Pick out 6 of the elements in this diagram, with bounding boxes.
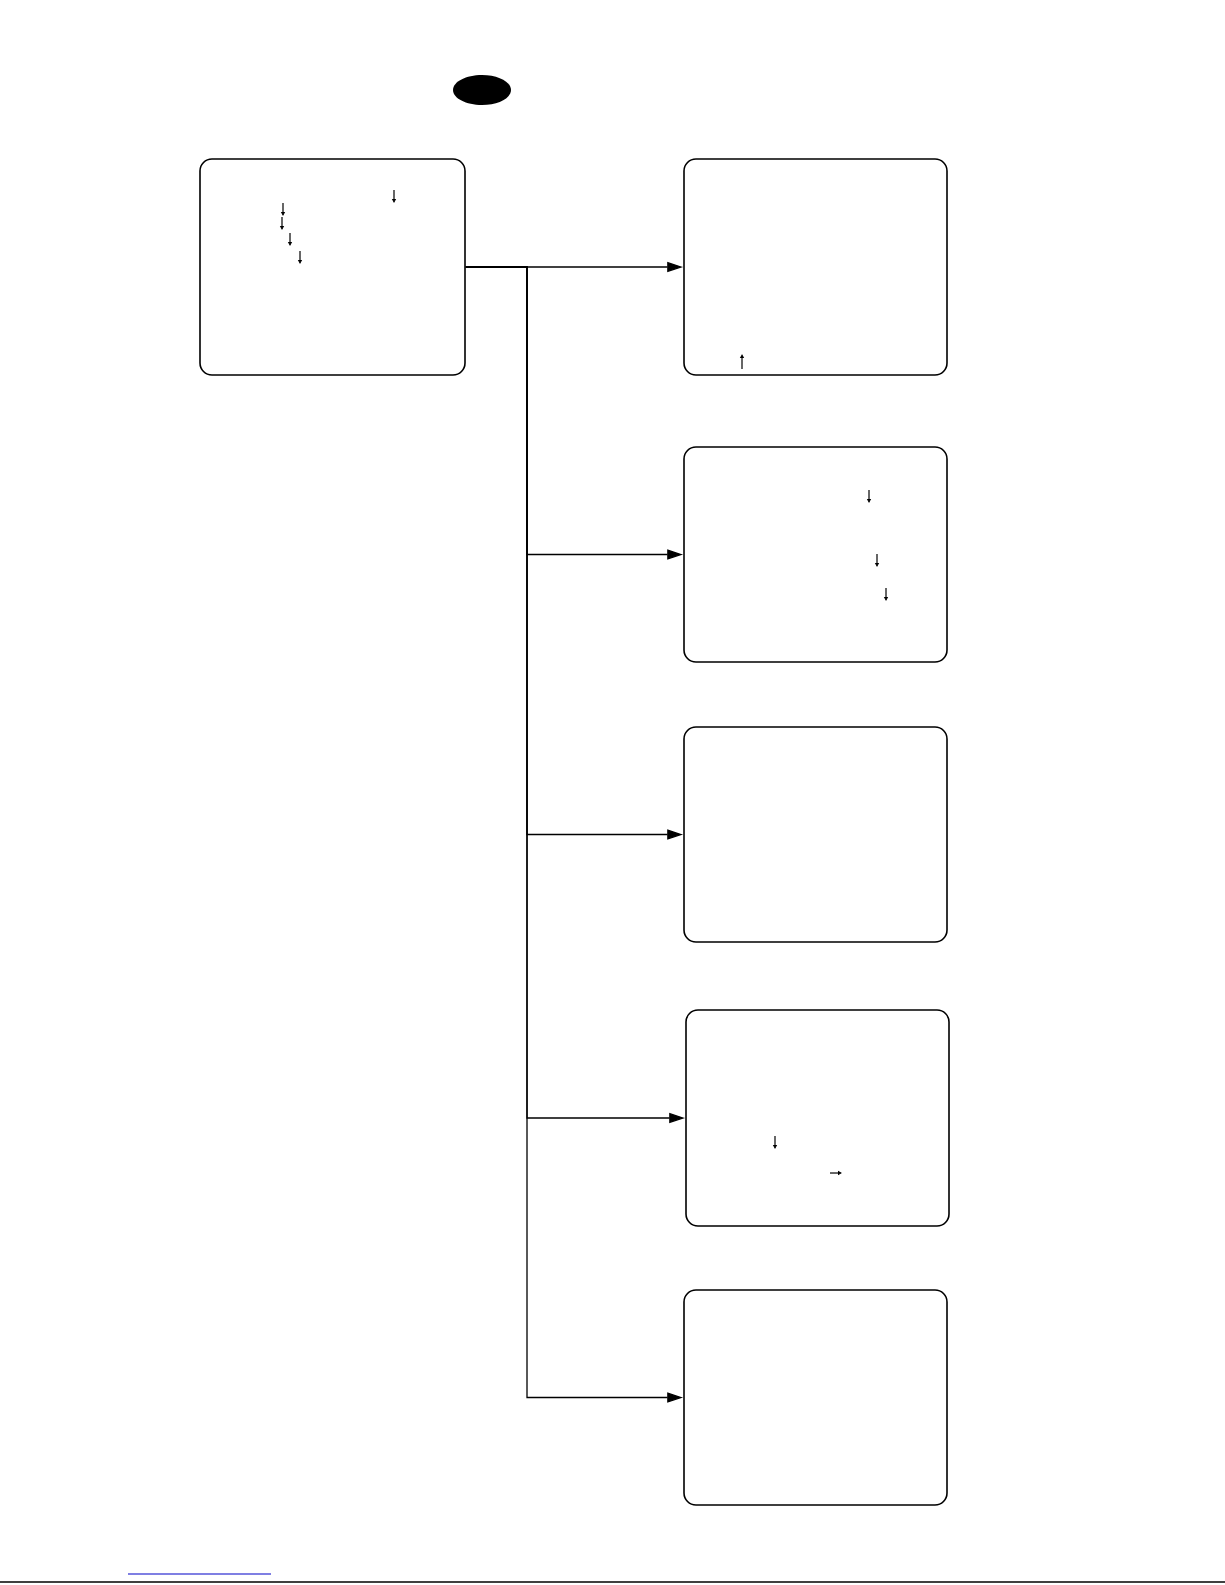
rounded-box <box>683 446 948 663</box>
rounded-box <box>683 1289 948 1506</box>
rounded-box <box>683 726 948 943</box>
rounded-box <box>199 158 466 376</box>
rounded-box <box>683 158 948 376</box>
rounded-box <box>685 1009 950 1227</box>
